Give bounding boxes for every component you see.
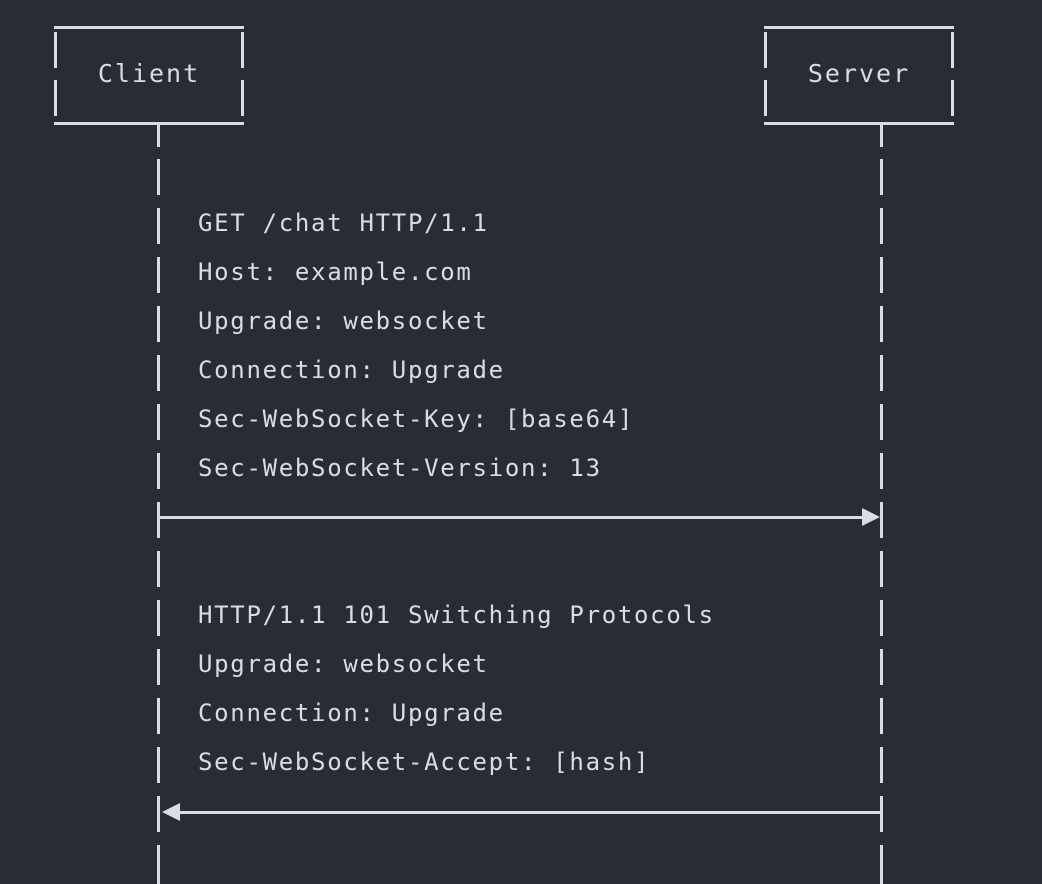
server-lifeline-segment <box>880 306 883 342</box>
server-lifeline-segment <box>880 404 883 440</box>
server-lifeline-segment <box>880 796 883 832</box>
server-box-right-border <box>951 32 954 68</box>
server-lifeline-segment <box>880 257 883 293</box>
server-lifeline-segment <box>880 159 883 195</box>
client-lifeline-segment <box>157 306 160 342</box>
request-message-line: Host: example.com <box>198 258 473 286</box>
client-lifeline-segment <box>157 845 160 884</box>
response-message-line: Upgrade: websocket <box>198 650 489 678</box>
client-lifeline-segment <box>157 355 160 391</box>
client-lifeline-segment <box>157 125 160 147</box>
participant-label-server: Server <box>807 59 911 88</box>
request-message-line: Upgrade: websocket <box>198 307 489 335</box>
response-message-line: HTTP/1.1 101 Switching Protocols <box>198 601 715 629</box>
server-box-left-border-lower <box>764 80 767 116</box>
request-message-line: Connection: Upgrade <box>198 356 505 384</box>
client-lifeline-segment <box>157 698 160 734</box>
response-message-line: Connection: Upgrade <box>198 699 505 727</box>
client-lifeline-segment <box>157 649 160 685</box>
client-lifeline-segment <box>157 747 160 783</box>
client-lifeline-segment <box>157 796 160 832</box>
participant-box-client: Client <box>54 26 244 125</box>
participant-label-client: Client <box>97 59 201 88</box>
response-arrow-head <box>162 803 180 821</box>
client-box-left-border-lower <box>54 80 57 116</box>
server-lifeline-segment <box>880 698 883 734</box>
participant-box-server: Server <box>764 26 954 125</box>
client-box-right-border-lower <box>241 80 244 116</box>
request-arrow-shaft <box>158 516 864 519</box>
client-lifeline-segment <box>157 404 160 440</box>
server-lifeline-segment <box>880 551 883 587</box>
client-lifeline-segment <box>157 453 160 489</box>
server-box-bottom-border <box>764 122 954 125</box>
server-lifeline-segment <box>880 125 883 147</box>
server-box-right-border-lower <box>951 80 954 116</box>
response-arrow-shaft <box>178 811 882 814</box>
client-box-left-border <box>54 32 57 68</box>
client-box-right-border <box>241 32 244 68</box>
server-box-top-border <box>764 26 954 29</box>
server-lifeline-segment <box>880 208 883 244</box>
server-lifeline-segment <box>880 600 883 636</box>
client-box-top-border <box>54 26 244 29</box>
client-lifeline-segment <box>157 208 160 244</box>
request-arrow-head <box>862 508 880 526</box>
server-lifeline-segment <box>880 453 883 489</box>
request-message-line: Sec-WebSocket-Key: [base64] <box>198 405 635 433</box>
client-box-bottom-border <box>54 122 244 125</box>
server-lifeline-segment <box>880 649 883 685</box>
server-lifeline-segment <box>880 747 883 783</box>
client-lifeline-segment <box>157 159 160 195</box>
client-lifeline-segment <box>157 502 160 538</box>
request-message-line: Sec-WebSocket-Version: 13 <box>198 454 602 482</box>
client-lifeline-segment <box>157 257 160 293</box>
request-message-line: GET /chat HTTP/1.1 <box>198 209 489 237</box>
client-lifeline-segment <box>157 551 160 587</box>
server-lifeline-segment <box>880 502 883 538</box>
server-box-left-border <box>764 32 767 68</box>
client-lifeline-segment <box>157 600 160 636</box>
server-lifeline-segment <box>880 845 883 884</box>
server-lifeline-segment <box>880 355 883 391</box>
response-message-line: Sec-WebSocket-Accept: [hash] <box>198 748 651 776</box>
